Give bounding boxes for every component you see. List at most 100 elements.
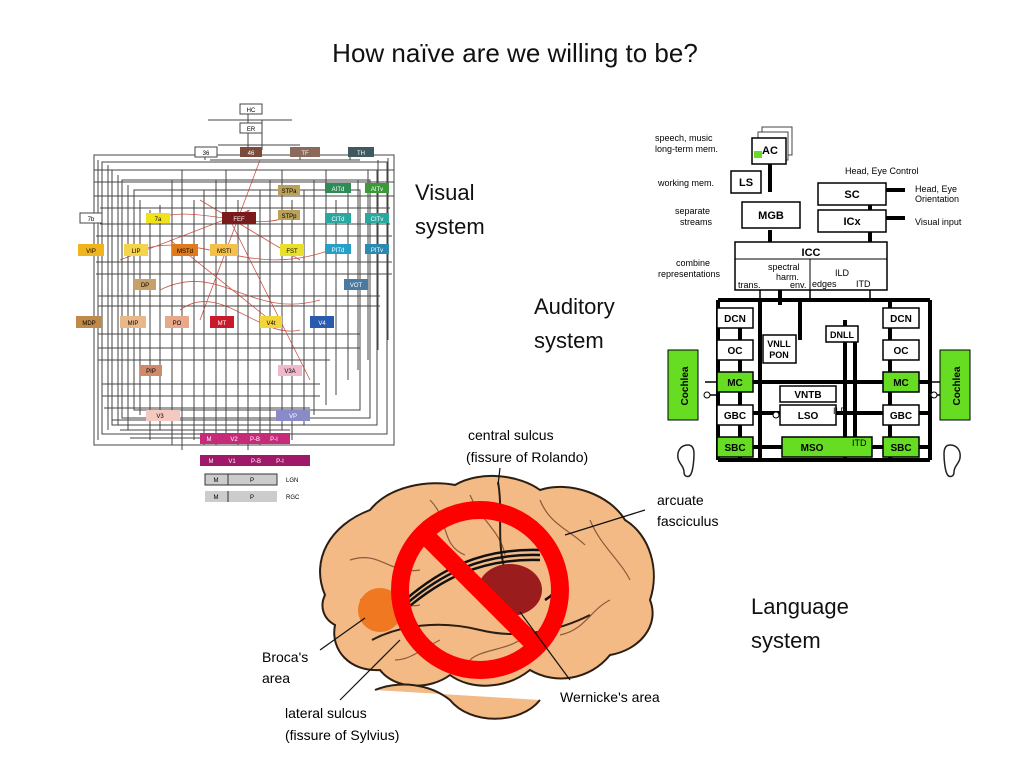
area-label: P-B — [250, 437, 260, 443]
node-label: DNLL — [830, 330, 854, 340]
node-label: AC — [762, 145, 778, 157]
slide-title: How naïve are we willing to be? — [332, 38, 698, 68]
area-label: PO — [173, 321, 182, 327]
area-label: V2 — [230, 437, 238, 443]
node-label: SBC — [724, 443, 745, 454]
area-label: PITv — [371, 248, 383, 254]
area-label: MT — [218, 321, 227, 327]
area-label: M — [214, 478, 219, 484]
area-label: CITv — [371, 217, 384, 223]
area-label: P — [250, 495, 254, 501]
annotation: env. — [790, 280, 806, 290]
annotation: spectral — [768, 262, 800, 272]
node-label: OC — [728, 346, 743, 357]
area-label: MSTd — [177, 249, 193, 255]
area-label: V3A — [284, 369, 295, 375]
area-label: STPp — [281, 214, 297, 220]
caption-line: system — [751, 628, 821, 653]
annotation: Head, Eye Control — [845, 166, 919, 176]
node-label: DCN — [724, 314, 746, 325]
annotation: fasciculus — [657, 513, 718, 529]
node-label: GBC — [890, 411, 912, 422]
node-label: VNLL — [767, 339, 791, 349]
area-label: DP — [141, 283, 149, 289]
annotation: lateral sulcus — [285, 705, 367, 721]
area-label: VIP — [86, 249, 96, 255]
annotation: ILD — [833, 406, 848, 416]
annotation: (fissure of Rolando) — [466, 449, 588, 465]
annotation: streams — [680, 217, 713, 227]
annotation: trans. — [738, 280, 761, 290]
node-label: LSO — [798, 411, 819, 422]
node-label: Cochlea — [952, 366, 963, 405]
area-label: LIP — [131, 249, 140, 255]
area-label: P-I — [276, 459, 284, 465]
area-label: 46 — [248, 151, 255, 157]
area-label: V1 — [228, 459, 236, 465]
area-label: P — [250, 478, 254, 484]
area-label: 7a — [155, 217, 162, 223]
ear-icon — [677, 444, 695, 478]
node-label: VNTB — [794, 390, 821, 401]
area-label: TF — [301, 151, 309, 157]
node-label: LS — [739, 177, 753, 189]
annotation: working mem. — [657, 178, 714, 188]
node-label: OC — [894, 346, 909, 357]
caption-line: system — [534, 328, 604, 353]
node-label: MC — [893, 378, 909, 389]
area-label: ER — [247, 127, 256, 133]
area-label: VOT — [350, 283, 363, 289]
area-label: M — [214, 495, 219, 501]
annotation: Orientation — [915, 194, 959, 204]
node-label: Cochlea — [680, 366, 691, 405]
caption-line: Language — [751, 594, 849, 619]
area-label: V3 — [156, 414, 164, 420]
caption-language-system: Language system — [751, 590, 849, 658]
prohibition-icon — [391, 501, 569, 679]
area-label: P-I — [270, 437, 278, 443]
node-label: MC — [727, 378, 743, 389]
caption-auditory-system: Auditory system — [534, 290, 615, 358]
area-label: CITd — [331, 217, 344, 223]
caption-line: Auditory — [534, 294, 615, 319]
annotation: ITD — [856, 279, 871, 289]
ear-icon — [943, 444, 961, 478]
area-label: VP — [289, 414, 297, 420]
node-label: SBC — [890, 443, 911, 454]
area-label: 36 — [203, 151, 210, 157]
node-label: ICC — [802, 247, 821, 259]
annotation: area — [262, 670, 290, 686]
annotation: representations — [658, 269, 721, 279]
node-label: DCN — [890, 314, 912, 325]
area-label: V4 — [318, 321, 326, 327]
area-label: V4t — [266, 321, 275, 327]
annotation: (fissure of Sylvius) — [285, 727, 399, 743]
area-label: PITd — [332, 248, 345, 254]
area-label: STPa — [281, 189, 297, 195]
annotation: ILD — [835, 268, 850, 278]
area-label: LGN — [286, 478, 298, 484]
annotation: ITD — [852, 438, 867, 448]
area-label: FST — [286, 249, 298, 255]
visual-system-diagram: HC ER 36 46 TF TH STPa AITd AITv 7b 7a F… — [76, 103, 395, 502]
node-label: MGB — [758, 210, 784, 222]
annotation: Visual input — [915, 217, 962, 227]
annotation: edges — [812, 279, 837, 289]
area-label: RGC — [286, 495, 300, 501]
node-label: SC — [844, 189, 859, 201]
node-label: ICx — [843, 216, 861, 228]
annotation: arcuate — [657, 492, 704, 508]
annotation: Wernicke's area — [560, 689, 660, 705]
area-label: PIP — [146, 369, 156, 375]
area-label: HC — [247, 108, 256, 114]
annotation: separate — [675, 206, 710, 216]
area-label: TH — [357, 151, 365, 157]
annotation: Broca's — [262, 649, 308, 665]
area-label: AITv — [371, 187, 383, 193]
caption-line: Visual — [415, 180, 475, 205]
annotation: combine — [676, 258, 710, 268]
annotation: harm. — [776, 272, 799, 282]
area-label: M — [207, 437, 212, 443]
annotation: central sulcus — [468, 427, 554, 443]
annotation: speech, music — [655, 133, 713, 143]
